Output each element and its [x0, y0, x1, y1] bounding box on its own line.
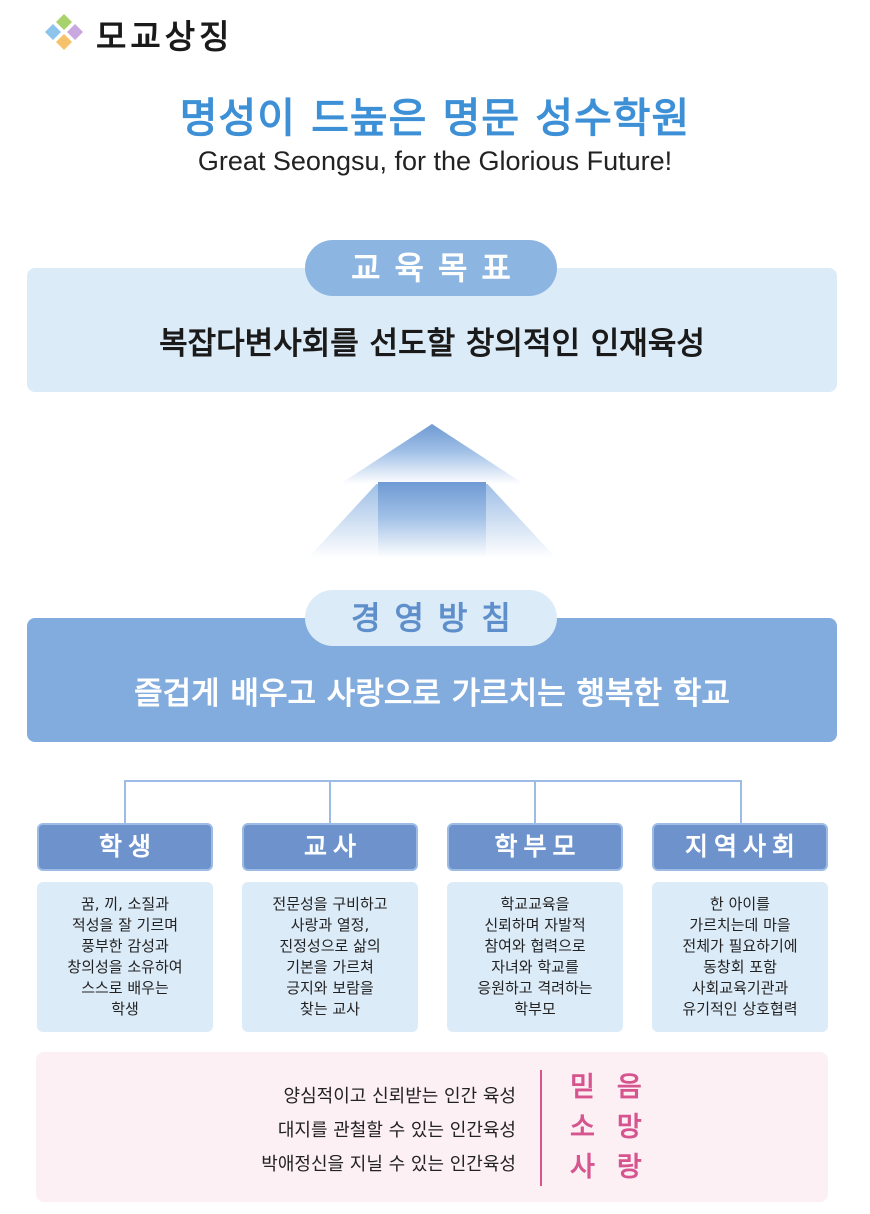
virtue-item: 소망: [570, 1112, 664, 1143]
education-goal-label: 교육목표: [305, 240, 557, 296]
role-title-teacher: 교사: [242, 823, 418, 871]
school-value-item: 대지를 관철할 수 있는 인간육성: [277, 1120, 516, 1141]
school-value-item: 양심적이고 신뢰받는 인간 육성: [283, 1086, 516, 1107]
role-connector-lines: [124, 780, 742, 824]
virtue-item: 믿음: [570, 1072, 664, 1103]
role-title-parent: 학부모: [447, 823, 623, 871]
motto-english: Great Seongsu, for the Glorious Future!: [197, 146, 673, 176]
motto-korean: 명성이 드높은 명문 성수학원: [179, 94, 691, 142]
role-title-student: 학생: [37, 823, 213, 871]
role-title-community: 지역사회: [652, 823, 828, 871]
education-goal-text: 복잡다변사회를 선도할 창의적인 인재육성: [159, 326, 705, 362]
page-title: 모교상징: [96, 17, 234, 56]
virtues-list: 믿음 소망 사랑: [570, 1068, 660, 1188]
upward-arrow-icon: [308, 424, 556, 558]
virtue-item: 사랑: [570, 1152, 664, 1183]
management-policy-label: 경영방침: [305, 590, 557, 646]
values-divider: [540, 1070, 542, 1186]
management-policy-text: 즐겁게 배우고 사랑으로 가르치는 행복한 학교: [134, 676, 730, 712]
school-logo-icon: [45, 14, 83, 50]
school-value-item: 박애정신을 지닐 수 있는 인간육성: [261, 1154, 516, 1175]
school-values-box: [36, 1052, 828, 1202]
school-values-list: 양심적이고 신뢰받는 인간 육성 대지를 관철할 수 있는 인간육성 박애정신을…: [150, 1080, 516, 1182]
